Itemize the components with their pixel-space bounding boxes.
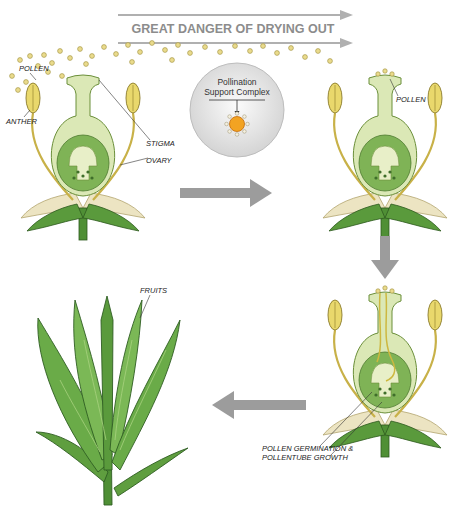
flower-stage-1 <box>21 75 145 240</box>
pointer-line <box>237 100 238 112</box>
circle-outline <box>189 62 285 158</box>
support-particle <box>243 130 247 134</box>
flower-stage-3 <box>323 292 447 457</box>
part-label: STIGMA <box>146 139 175 148</box>
pollen-tube <box>377 293 395 381</box>
part-label: FRUITS <box>140 286 167 295</box>
support-circle: Pollination Support Complex <box>189 62 285 158</box>
support-particle <box>246 122 250 126</box>
node-text: Pollination Support Complex <box>202 77 272 97</box>
part-label: POLLEN GERMINATION & POLLENTUBE GROWTH <box>262 444 370 462</box>
support-particle <box>235 133 239 137</box>
flower-stage-2 <box>323 75 447 240</box>
support-particle <box>228 130 232 134</box>
part-label: POLLEN <box>396 95 426 104</box>
circle-shape <box>190 63 284 157</box>
banner-arrow <box>118 10 353 48</box>
fruits-plant <box>36 296 188 505</box>
support-particle <box>225 122 229 126</box>
part-label: ANTHER <box>6 117 37 126</box>
pollen-grain <box>230 117 245 132</box>
part-label: POLLEN <box>19 64 49 73</box>
banner-title: GREAT DANGER OF DRYING OUT <box>118 22 348 36</box>
process-arrow <box>180 179 399 419</box>
part-label: OVARY <box>146 156 172 165</box>
pollen-grains <box>10 41 395 294</box>
support-particle <box>228 115 232 119</box>
support-particle <box>243 115 247 119</box>
support-particle <box>235 112 239 116</box>
pointer-head <box>235 111 240 115</box>
